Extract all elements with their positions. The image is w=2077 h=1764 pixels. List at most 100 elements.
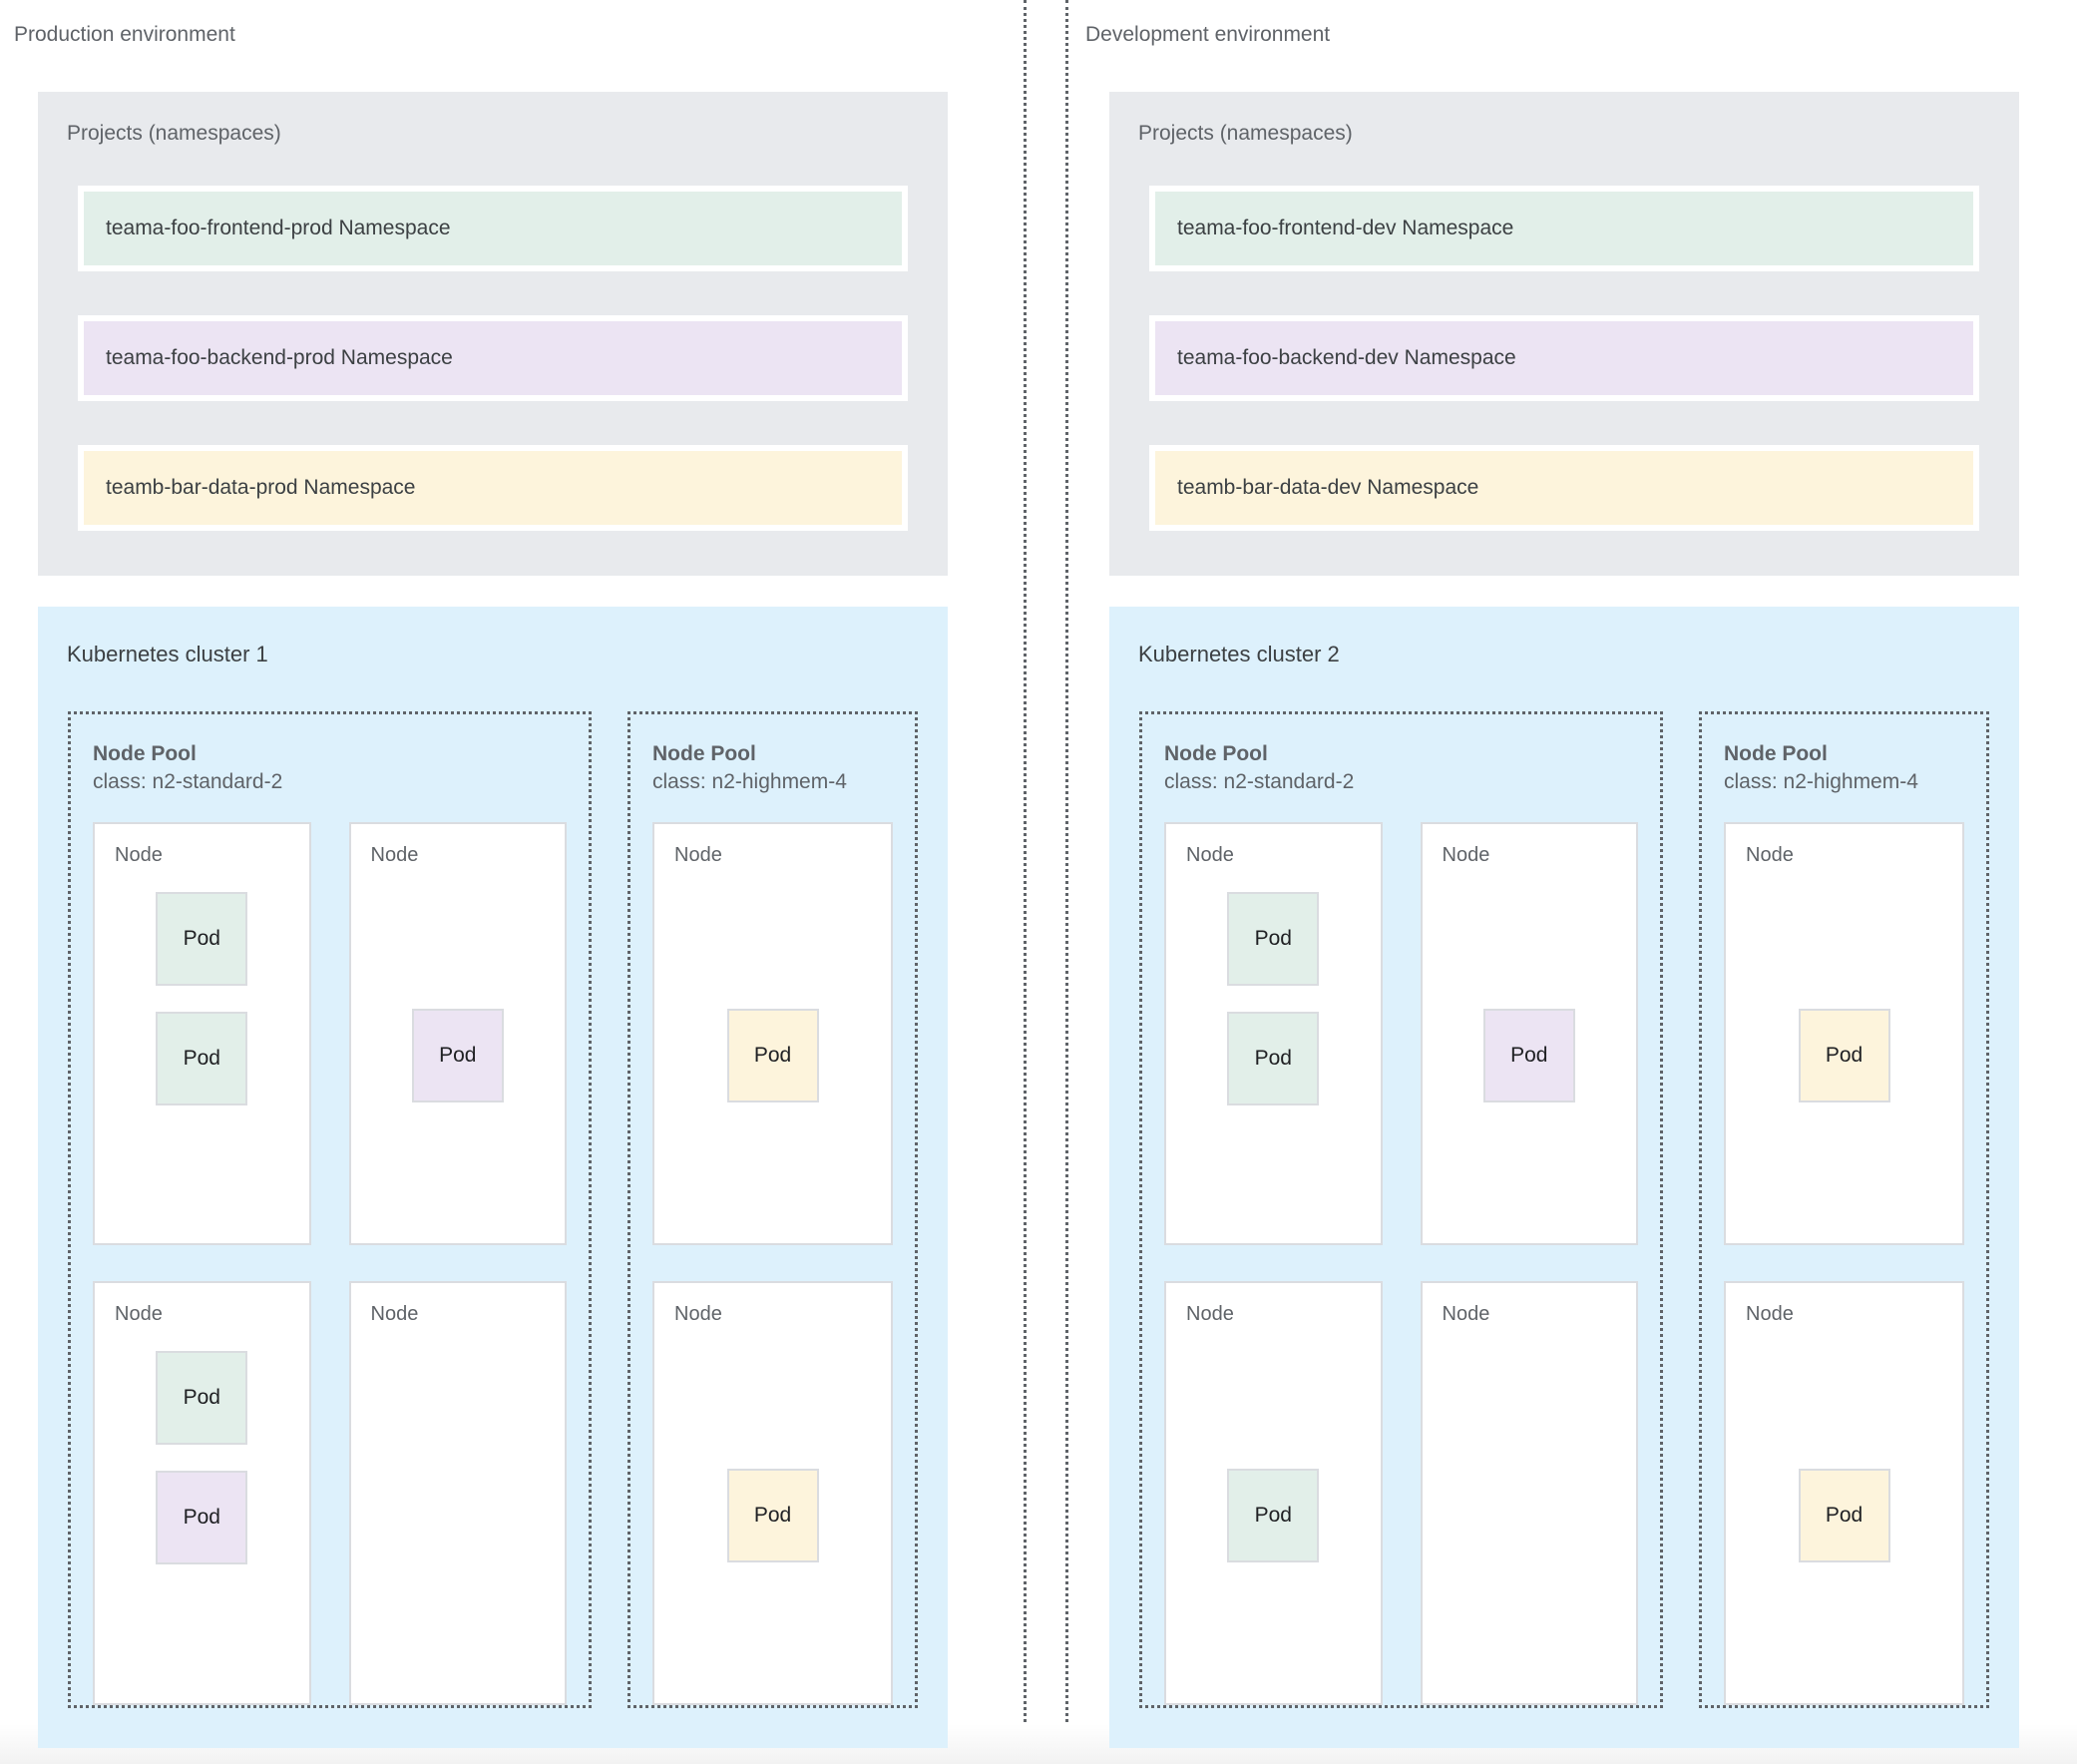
- namespace-label: teama-foo-backend-dev Namespace: [1177, 346, 1516, 369]
- environment-title: Production environment: [14, 23, 235, 46]
- node-pool-class: class: n2-highmem-4: [652, 769, 847, 793]
- pod-area: Pod: [654, 1337, 891, 1693]
- node-pool-name: Node Pool: [652, 742, 756, 765]
- pod[interactable]: Pod: [726, 1468, 819, 1562]
- node-label: Node: [674, 843, 722, 866]
- node-label: Node: [370, 843, 419, 866]
- kubernetes-cluster: Kubernetes cluster 2 Node Pool class: n2-s…: [1109, 607, 2019, 1748]
- namespace-box[interactable]: teama-foo-frontend-dev Namespace: [1149, 186, 1979, 271]
- pod[interactable]: Pod: [1798, 1009, 1890, 1103]
- node[interactable]: Node: [1420, 1281, 1638, 1705]
- node[interactable]: Node: [348, 1281, 567, 1705]
- pod-area: [1423, 1337, 1637, 1693]
- namespace-list: teama-foo-frontend-dev Namespace teama-fo…: [1149, 186, 1979, 531]
- node-pool-name: Node Pool: [1724, 742, 1828, 765]
- namespace-box[interactable]: teamb-bar-data-dev Namespace: [1149, 445, 1979, 531]
- pod-area: Pod: [1166, 1337, 1381, 1693]
- node-pool-header: Node Pool class: n2-highmem-4: [1724, 740, 1964, 796]
- namespace-label: teamb-bar-data-dev Namespace: [1177, 476, 1479, 499]
- node-pool-class: class: n2-standard-2: [1164, 769, 1355, 793]
- cluster-title: Kubernetes cluster 2: [1138, 642, 1340, 666]
- node-label: Node: [1746, 1303, 1794, 1326]
- pod[interactable]: Pod: [1227, 1468, 1320, 1562]
- pod[interactable]: Pod: [411, 1009, 504, 1103]
- pod[interactable]: Pod: [1227, 891, 1320, 986]
- pod-area: Pod: [351, 878, 566, 1234]
- pod-area: Pod: [1726, 878, 1962, 1234]
- namespace-label: teama-foo-frontend-dev Namespace: [1177, 217, 1514, 239]
- pod[interactable]: Pod: [156, 1351, 248, 1446]
- node-pool-class: class: n2-highmem-4: [1724, 769, 1918, 793]
- pod[interactable]: Pod: [156, 1471, 248, 1565]
- projects-panel: Projects (namespaces) teama-foo-frontend-…: [38, 92, 948, 576]
- pod-area: [351, 1337, 566, 1693]
- pod[interactable]: Pod: [1227, 1011, 1320, 1105]
- node-pool-header: Node Pool class: n2-standard-2: [1164, 740, 1638, 796]
- pod[interactable]: Pod: [1482, 1009, 1575, 1103]
- namespace-box[interactable]: teama-foo-backend-dev Namespace: [1149, 315, 1979, 401]
- node-label: Node: [115, 1303, 163, 1326]
- namespace-list: teama-foo-frontend-prod Namespace teama-f…: [78, 186, 908, 531]
- node-pool-name: Node Pool: [1164, 742, 1268, 765]
- pod[interactable]: Pod: [156, 1011, 248, 1105]
- projects-panel: Projects (namespaces) teama-foo-frontend-…: [1109, 92, 2019, 576]
- pod[interactable]: Pod: [156, 891, 248, 986]
- node-pool-class: class: n2-standard-2: [93, 769, 283, 793]
- namespace-box[interactable]: teama-foo-backend-prod Namespace: [78, 315, 908, 401]
- projects-title: Projects (namespaces): [1138, 122, 1353, 145]
- node-label: Node: [1442, 843, 1490, 866]
- environment-title: Development environment: [1085, 23, 1331, 46]
- node-label: Node: [370, 1303, 419, 1326]
- environment-divider-left: [1024, 0, 1027, 1764]
- projects-title: Projects (namespaces): [67, 122, 281, 145]
- cluster-title: Kubernetes cluster 1: [67, 642, 268, 666]
- pod[interactable]: Pod: [1798, 1468, 1890, 1562]
- namespace-box[interactable]: teama-foo-frontend-prod Namespace: [78, 186, 908, 271]
- node-label: Node: [1186, 1303, 1234, 1326]
- namespace-label: teamb-bar-data-prod Namespace: [106, 476, 416, 499]
- namespace-label: teama-foo-frontend-prod Namespace: [106, 217, 451, 239]
- pod[interactable]: Pod: [726, 1009, 819, 1103]
- node-label: Node: [1746, 843, 1794, 866]
- node-label: Node: [1442, 1303, 1490, 1326]
- pod-area: Pod: [1726, 1337, 1962, 1693]
- node-label: Node: [115, 843, 163, 866]
- pod-area: Pod: [654, 878, 891, 1234]
- node-label: Node: [1186, 843, 1234, 866]
- namespace-box[interactable]: teamb-bar-data-prod Namespace: [78, 445, 908, 531]
- namespace-label: teama-foo-backend-prod Namespace: [106, 346, 453, 369]
